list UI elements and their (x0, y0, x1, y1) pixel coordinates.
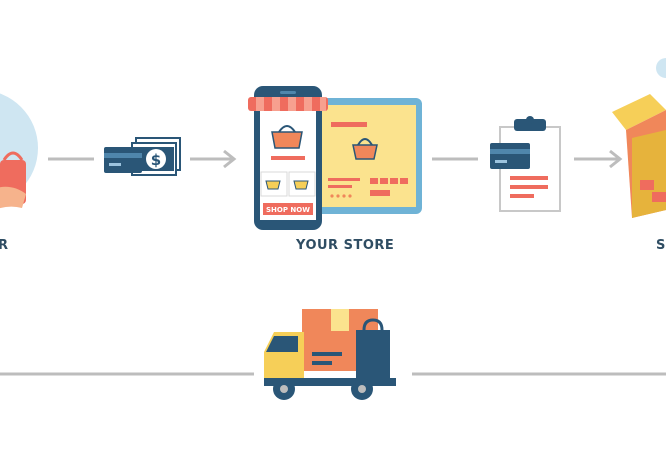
customer-icon (0, 93, 38, 209)
dollar-sign: $ (151, 151, 161, 169)
package-box-icon (612, 58, 666, 218)
arrow-payment-to-store (190, 149, 237, 169)
your-store-label: YOUR STORE (296, 238, 395, 253)
order-clipboard-icon (490, 116, 561, 212)
customer-label: R (0, 238, 9, 253)
supplier-label: S (656, 238, 666, 253)
online-store-icon (248, 86, 422, 230)
payment-icon (104, 137, 181, 176)
shop-now-label: SHOP NOW (266, 206, 310, 214)
shop-now-button (263, 203, 313, 215)
delivery-truck-icon (264, 309, 396, 400)
arrow-order-to-package (574, 149, 623, 169)
